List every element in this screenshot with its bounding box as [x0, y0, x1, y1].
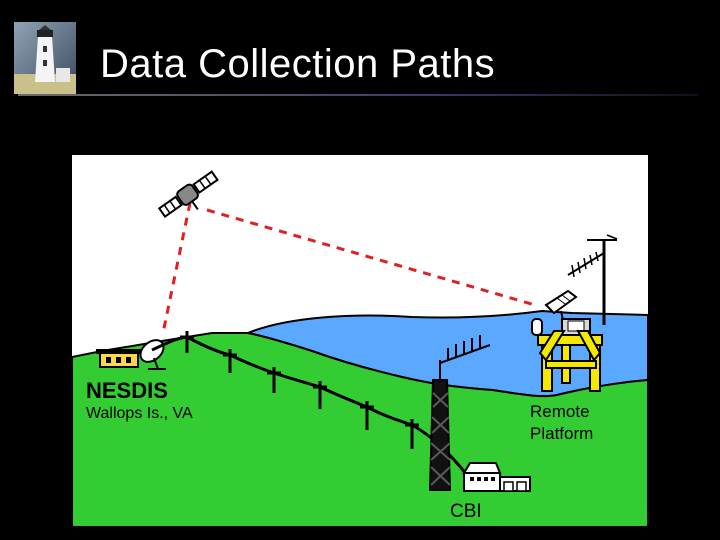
cbi-building	[462, 462, 531, 492]
remote-platform	[531, 234, 618, 392]
utility-poles	[180, 331, 419, 449]
ground-station-dish-icon	[139, 339, 166, 370]
station-label: NESDIS	[86, 378, 168, 403]
title-bar: Data Collection Paths	[0, 0, 720, 100]
cbi-label: CBI	[450, 501, 482, 522]
lighthouse-logo	[14, 22, 76, 94]
remote-platform-label-line1: Remote	[530, 402, 590, 421]
title-divider	[18, 94, 698, 96]
satellite-icon	[157, 170, 219, 218]
remote-platform-label-line2: Platform	[530, 424, 593, 443]
nesdis-building	[96, 349, 142, 368]
station-location-label: Wallops Is., VA	[86, 405, 193, 422]
radio-tower-icon	[428, 335, 491, 491]
data-collection-diagram: NESDIS Wallops Is., VA Remote Platform C…	[72, 155, 648, 527]
slide-title: Data Collection Paths	[100, 42, 496, 86]
satellite-signal-path	[161, 202, 536, 334]
